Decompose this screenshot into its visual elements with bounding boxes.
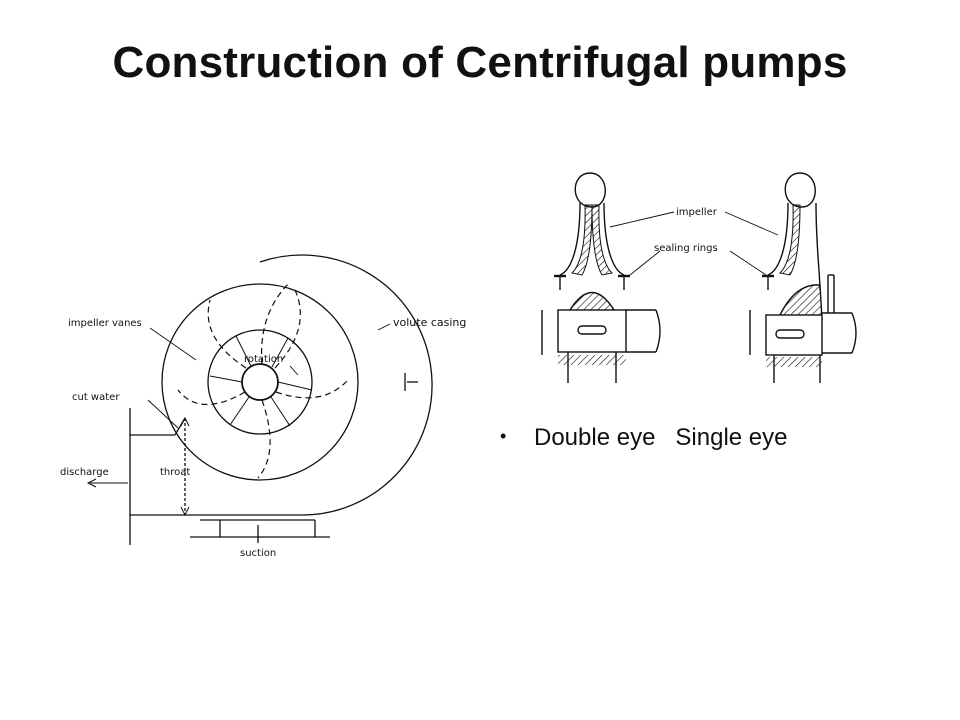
volute-casing-outline: [200, 254, 433, 516]
discharge-label: discharge: [60, 467, 109, 478]
page-title: Construction of Centrifugal pumps: [112, 38, 848, 87]
impeller-vanes-label: impeller vanes: [68, 318, 142, 329]
impeller-shroud: [161, 283, 359, 481]
single-eye-impeller: [749, 172, 857, 383]
cut-water-label: cut water: [72, 392, 120, 403]
impeller-vanes: [177, 281, 349, 479]
bullet: •: [500, 426, 507, 446]
impeller-types-diagram: impeller sealing rings: [541, 172, 857, 383]
sealing-rings-label: sealing rings: [654, 243, 718, 254]
rotation-label: rotation: [244, 354, 283, 365]
impeller-eye-ring: [207, 329, 313, 435]
suction-label: suction: [240, 548, 276, 559]
volute-casing-label: volute casing: [393, 316, 466, 329]
single-eye-label: Single eye: [675, 424, 788, 451]
impeller-label: impeller: [676, 207, 718, 218]
double-eye-label: Double eye: [534, 424, 656, 451]
impeller-type-caption: • Double eye Single eye: [500, 424, 788, 452]
double-eye-impeller: [541, 172, 661, 383]
impeller-hub: [241, 363, 279, 401]
throat-label: throat: [160, 467, 190, 478]
centrifugal-pump-diagram: impeller vanes volute casing rotation cu…: [60, 254, 466, 559]
